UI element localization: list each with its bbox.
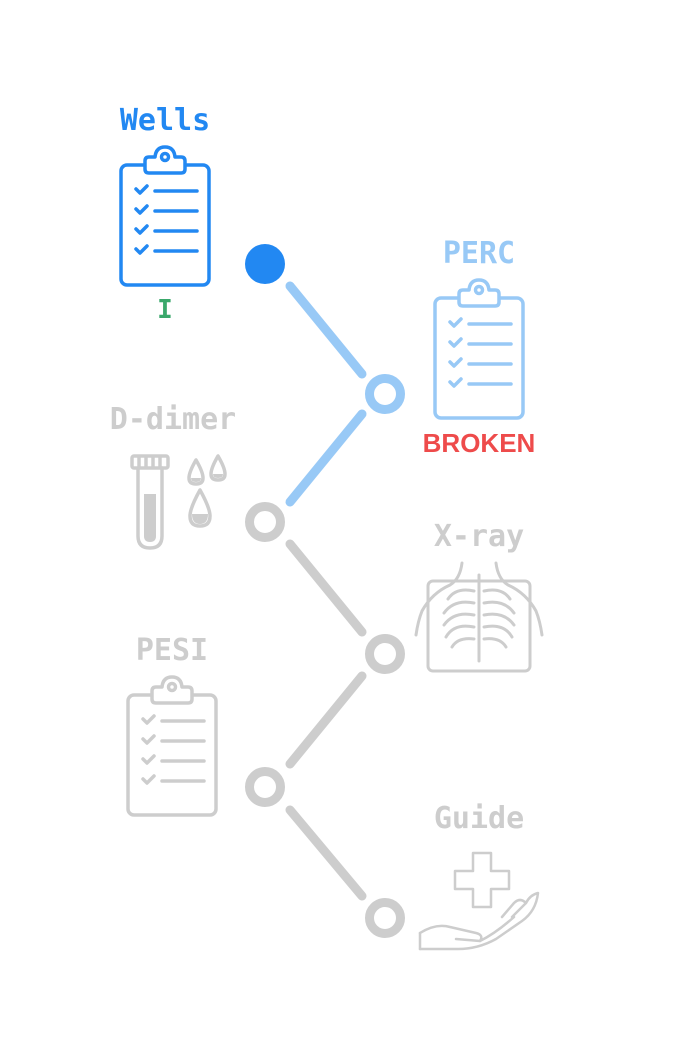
step-wells[interactable]: Wells I (100, 103, 230, 325)
path-segment-5 (285, 805, 367, 901)
step-perc[interactable]: PERC BROKEN (414, 236, 544, 458)
step-title: Guide (433, 801, 525, 836)
path-segment-1 (285, 281, 367, 379)
step-pesi[interactable]: PESI (107, 633, 237, 819)
hand-medical-cross-icon (418, 851, 540, 951)
step-title: Wells (119, 103, 211, 138)
chest-xray-icon (414, 561, 544, 673)
status-badge: I (157, 295, 173, 325)
step-title: PESI (135, 633, 209, 668)
clipboard-checklist-icon (126, 675, 218, 817)
step-title: D-dimer (109, 402, 237, 437)
clipboard-checklist-icon (433, 278, 525, 420)
path-segment-2 (285, 409, 367, 507)
path-segment-4 (285, 671, 367, 769)
path-segment-3 (285, 539, 367, 637)
step-title: PERC (442, 236, 516, 271)
clipboard-checklist-icon (119, 145, 211, 287)
node-pesi[interactable] (245, 767, 285, 807)
node-d-dimer[interactable] (245, 502, 285, 542)
step-x-ray[interactable]: X-ray (414, 519, 544, 675)
node-guide[interactable] (365, 898, 405, 938)
step-guide[interactable]: Guide (414, 801, 544, 951)
node-x-ray[interactable] (365, 634, 405, 674)
step-title: X-ray (433, 519, 525, 554)
step-d-dimer[interactable]: D-dimer (95, 402, 251, 554)
node-perc[interactable] (365, 374, 405, 414)
blood-test-tube-icon (130, 454, 227, 550)
node-wells[interactable] (245, 244, 285, 284)
status-badge: BROKEN (422, 428, 536, 458)
